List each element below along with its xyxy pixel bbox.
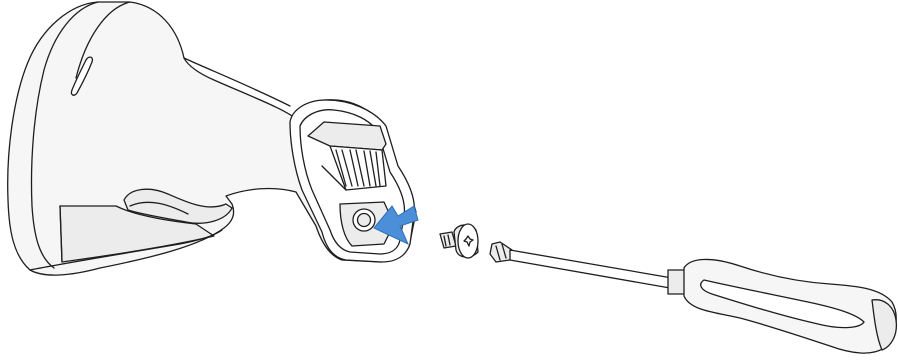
scanner-handle [8,2,416,275]
screwdriver-tip [490,242,512,262]
screwdriver-shaft [510,250,672,288]
torx-screw-icon [440,224,478,258]
screw-head-face [458,224,478,258]
screw-hole-inner [358,214,371,227]
screwdriver-ferrule [668,270,686,294]
torx-screwdriver-icon [490,242,896,353]
